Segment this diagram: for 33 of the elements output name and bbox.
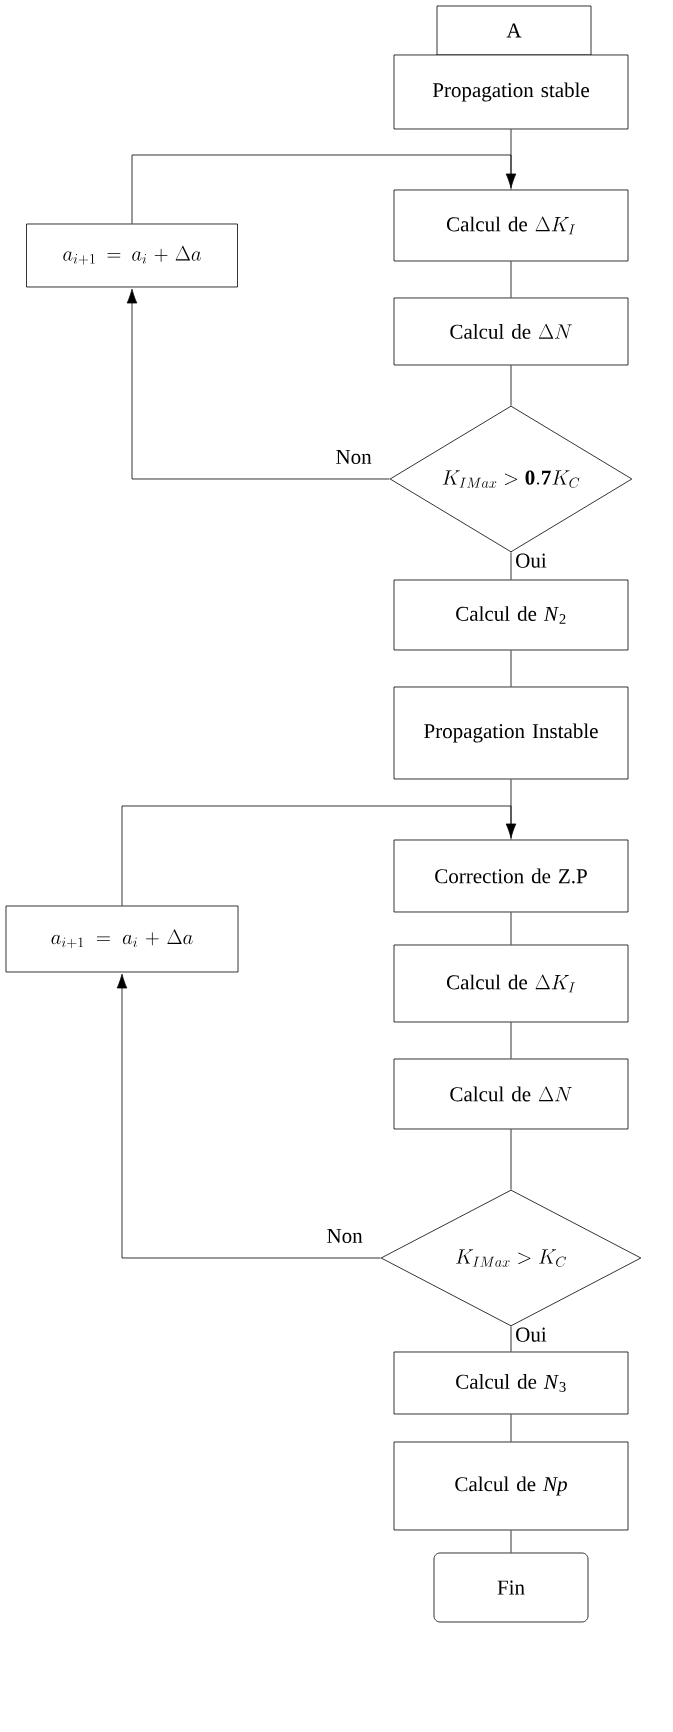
connector-line bbox=[121, 805, 517, 906]
process-box: Calcul de Np bbox=[393, 1441, 629, 1531]
edge-label: Oui bbox=[516, 1327, 547, 1342]
process-box: A bbox=[436, 5, 592, 56]
process-box: $\text{Calcul de }\Delta K_I$ bbox=[393, 189, 629, 262]
process-box: Calcul de N$_{2}$ bbox=[393, 579, 629, 651]
connector-line bbox=[510, 261, 512, 298]
process-box: $\text{Calcul de }\Delta K_I$ bbox=[393, 944, 629, 1023]
connector-line bbox=[126, 288, 390, 480]
connector-line bbox=[510, 650, 512, 687]
connector-line bbox=[510, 552, 512, 580]
edge-label: Non bbox=[336, 450, 372, 464]
connector-line bbox=[510, 1022, 512, 1059]
process-box: $\text{Calcul de }\Delta N$ bbox=[393, 297, 629, 366]
process-box: $a_{i+1}=a_i+\Delta a$ bbox=[5, 905, 239, 973]
connector-line bbox=[510, 129, 512, 190]
process-box: Correction de Z.P bbox=[393, 839, 629, 913]
connector-line bbox=[510, 1129, 512, 1190]
connector-line bbox=[510, 1530, 512, 1553]
process-box: $a_{i+1}=a_i+\Delta a$ bbox=[26, 223, 238, 288]
connector-line bbox=[510, 912, 512, 945]
edge-label: Oui bbox=[516, 553, 547, 568]
connector-line bbox=[510, 365, 512, 406]
process-box: $\text{Calcul de }\Delta N$ bbox=[393, 1058, 629, 1130]
connector-line bbox=[116, 973, 381, 1259]
edge-label: Non bbox=[327, 1229, 363, 1243]
connector-line bbox=[131, 154, 517, 224]
process-box: Propagation Instable bbox=[393, 686, 629, 780]
connector-line bbox=[510, 1414, 512, 1442]
connector-line bbox=[510, 779, 512, 840]
connector-line bbox=[510, 1326, 512, 1352]
process-box: Calcul de N$_{3}$ bbox=[393, 1351, 629, 1415]
terminal-box: Fin bbox=[433, 1552, 589, 1623]
